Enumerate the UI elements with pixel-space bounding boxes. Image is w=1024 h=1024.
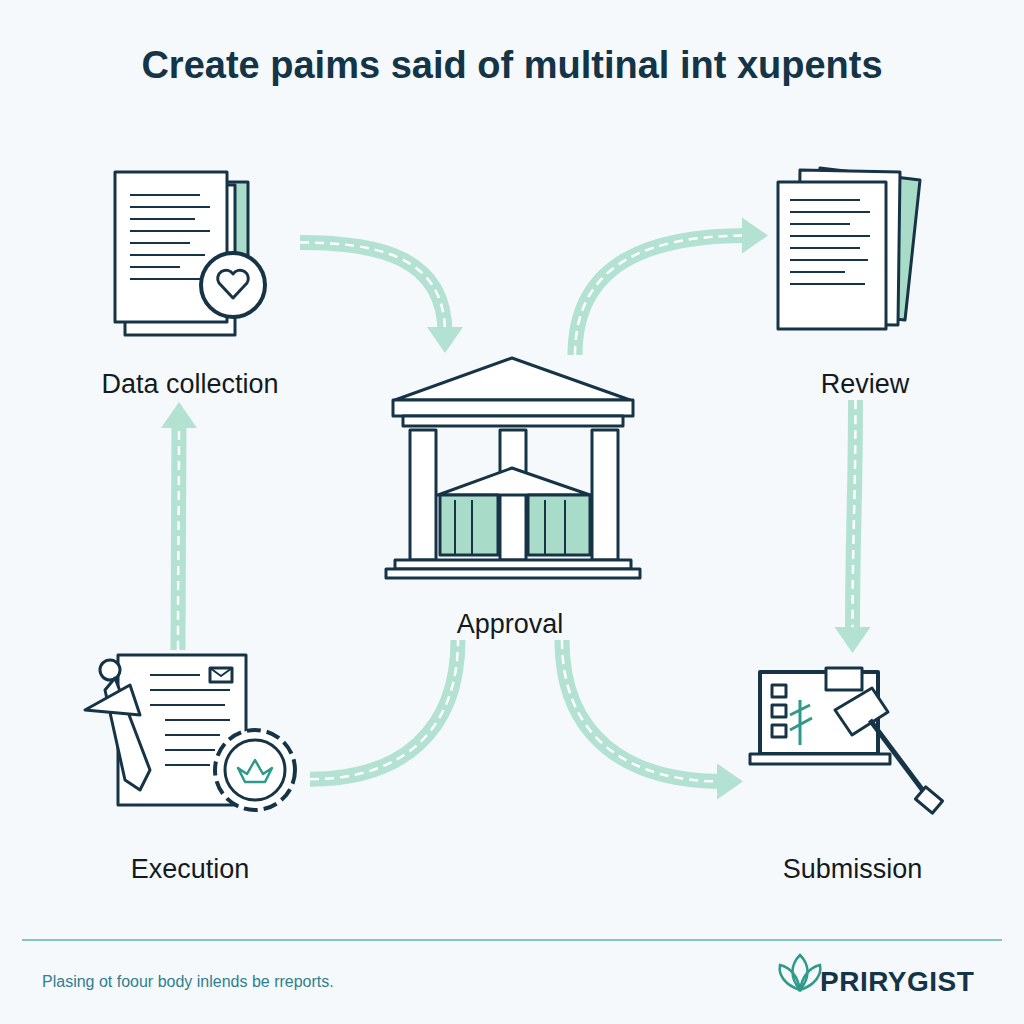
flow-arrow <box>835 400 871 653</box>
flow-arrow <box>300 243 463 353</box>
step-label: Submission <box>779 854 927 885</box>
step-label: Data collection <box>97 369 282 400</box>
flow-arrow <box>562 640 743 800</box>
step-label: Review <box>817 369 914 400</box>
laptop-stamp-icon <box>750 668 943 813</box>
footer-caption: Plasing ot foour body inlends be rreport… <box>42 973 334 991</box>
step-label: Execution <box>127 854 254 885</box>
step-label: Approval <box>453 609 568 640</box>
process-step: Submission <box>745 655 960 885</box>
flow-arrow <box>161 402 197 650</box>
document-icon <box>115 172 265 335</box>
process-step: Approval <box>380 355 640 640</box>
logo-text: PRIRYGIST <box>820 966 974 998</box>
footer-rule <box>22 939 1002 941</box>
process-step: Review <box>770 165 960 400</box>
flow-arrow <box>575 218 768 356</box>
process-step: Data collection <box>80 165 300 400</box>
temple-icon <box>386 358 640 578</box>
diagram-title: Create paims said of multinal int xupent… <box>12 44 1012 87</box>
papers-icon <box>778 168 920 329</box>
flow-arrow <box>310 640 458 779</box>
document-gear-icon <box>85 655 295 810</box>
process-step: Execution <box>70 650 310 885</box>
logo-leaf <box>780 955 821 990</box>
